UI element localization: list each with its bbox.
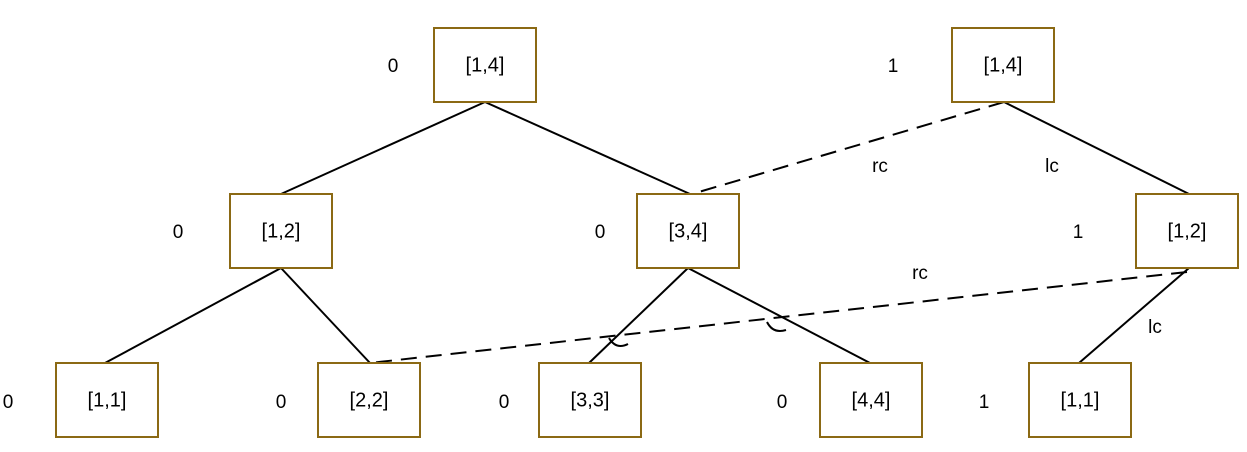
node-box: [317, 362, 421, 438]
edge-v0-root-to-v0-left: [280, 101, 486, 195]
version-label-v0-right: 0: [595, 222, 606, 243]
node-range-label: [1,4]: [466, 54, 505, 76]
node-range-label: [1,1]: [1061, 389, 1100, 411]
node-box: [1028, 362, 1132, 438]
node-box: [229, 193, 333, 269]
node-range-label: [2,2]: [350, 389, 389, 411]
node-range-label: [1,4]: [984, 54, 1023, 76]
edge-v0-left-to-v0-leaf-2: [280, 267, 371, 364]
version-label-v0-leaf-2: 0: [276, 392, 287, 413]
node-v1-root: [1,4]: [951, 27, 1055, 103]
edge-v1-root-to-v1-left: [1003, 101, 1190, 195]
edge-v0-right-to-v0-leaf-3: [588, 267, 689, 364]
node-v0-leaf-4: [4,4]: [819, 362, 923, 438]
labels-layer: lc rc lc rc 0 0 0 0 0 0 0 1 1 1: [3, 56, 1162, 413]
version-label-v1-root: 1: [888, 56, 899, 77]
node-box: [819, 362, 923, 438]
node-v0-leaf-2: [2,2]: [317, 362, 421, 438]
node-range-label: [1,1]: [88, 389, 127, 411]
version-label-v0-root: 0: [388, 56, 399, 77]
node-box: [636, 193, 740, 269]
node-v0-root: [1,4]: [433, 27, 537, 103]
edge-v1-root-to-v0-right-shared: [691, 101, 1005, 195]
node-box: [433, 27, 537, 103]
node-v0-right: [3,4]: [636, 193, 740, 269]
edges-layer: [104, 101, 1190, 364]
crossing-hop-left: [608, 337, 629, 347]
edge-v0-root-to-v0-right: [484, 101, 691, 195]
node-range-label: [4,4]: [852, 389, 891, 411]
edge-label-lc-v1-root: lc: [1045, 156, 1059, 177]
edge-label-lc-v1-left: lc: [1148, 317, 1162, 338]
edge-v1-left-to-v1-leaf-1: [1078, 267, 1190, 364]
node-v0-leaf-1: [1,1]: [55, 362, 159, 438]
version-label-v1-left: 1: [1073, 222, 1084, 243]
node-box: [55, 362, 159, 438]
node-box: [538, 362, 642, 438]
edge-v0-right-to-v0-leaf-4: [687, 267, 871, 364]
node-v1-left: [1,2]: [1135, 193, 1239, 269]
edge-v1-left-to-v0-leaf-2-shared: [369, 271, 1188, 364]
version-label-v0-leaf-1: 0: [3, 392, 14, 413]
version-label-v1-leaf-1: 1: [979, 392, 990, 413]
node-range-label: [1,2]: [1168, 220, 1207, 242]
version-label-v0-leaf-4: 0: [777, 392, 788, 413]
node-box: [951, 27, 1055, 103]
crossing-hop-right: [766, 321, 787, 332]
version-label-v0-leaf-3: 0: [499, 392, 510, 413]
node-v0-leaf-3: [3,3]: [538, 362, 642, 438]
node-v0-left: [1,2]: [229, 193, 333, 269]
edge-label-rc-v1-left: rc: [912, 263, 928, 284]
nodes-layer: [1,4] [1,2] [3,4] [1,1] [2,2] [3,3] [4,4] [1,4]…: [55, 27, 1239, 438]
node-range-label: [3,4]: [669, 220, 708, 242]
version-label-v0-left: 0: [173, 222, 184, 243]
node-range-label: [3,3]: [571, 389, 610, 411]
node-box: [1135, 193, 1239, 269]
edge-label-rc-v1-root: rc: [872, 156, 888, 177]
node-range-label: [1,2]: [262, 220, 301, 242]
node-v1-leaf-1: [1,1]: [1028, 362, 1132, 438]
edge-v0-left-to-v0-leaf-1: [104, 267, 282, 364]
